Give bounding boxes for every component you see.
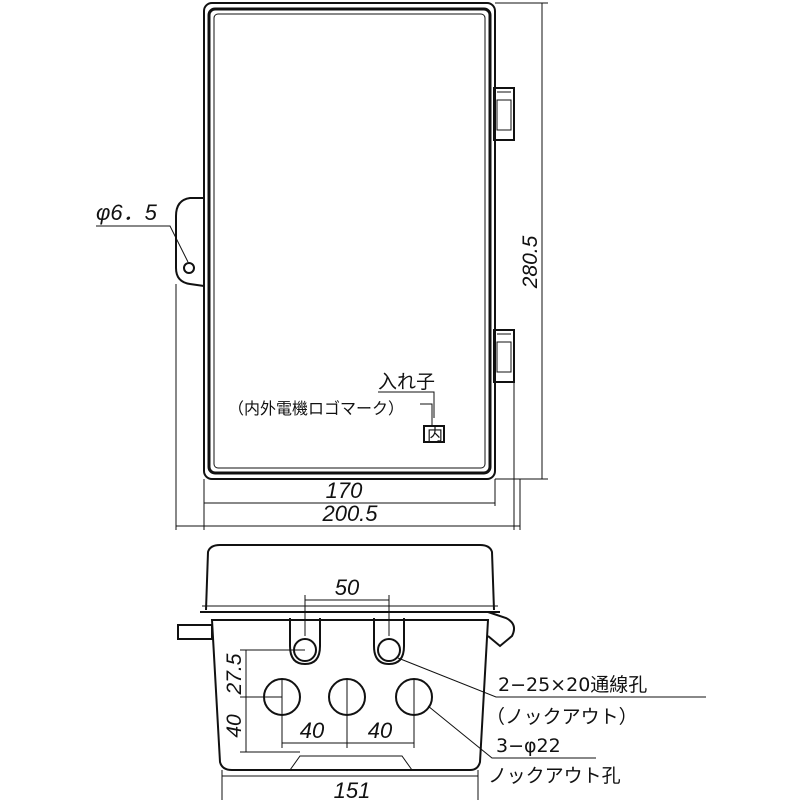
front-lid-outline xyxy=(205,544,495,611)
bottom-hinge xyxy=(493,329,515,383)
outer-width-dimension-label: 200.5 xyxy=(321,501,378,526)
top-view-lid-inner-line xyxy=(213,13,486,469)
hole-diameter-label: φ6．5 xyxy=(96,200,158,225)
callout-1-line1: 2−25×20通線孔 xyxy=(498,674,647,696)
height-upper-dimension-label: 27.5 xyxy=(223,653,246,695)
height-lower-dimension-label: 40 xyxy=(223,714,246,738)
inner-width-dimension-label: 170 xyxy=(326,478,363,503)
right-hinge-tab xyxy=(487,611,515,648)
upper-knockout-right xyxy=(373,618,405,666)
top-spacing-dimension-label: 50 xyxy=(335,575,360,600)
top-hinge xyxy=(493,87,515,141)
logo-leader xyxy=(378,391,435,418)
logo-mark-text: （内外電機ロゴマーク） xyxy=(228,399,404,418)
front-body-outline xyxy=(210,619,490,771)
top-view: φ6．5 280.5 170 200.5 入れ子 （内外電機ロゴマーク） 内 xyxy=(96,2,548,530)
top-view-outer-outline xyxy=(203,2,496,480)
mounting-hole xyxy=(183,262,195,274)
front-view: 50 40 40 151 27.5 40 2−25×20通線孔 （ノックアウト）… xyxy=(177,544,706,800)
lower-spacing-right-label: 40 xyxy=(368,718,393,743)
height-dimension-label: 280.5 xyxy=(519,235,542,289)
lower-spacing-left-label: 40 xyxy=(300,718,325,743)
hole-diameter-leader xyxy=(96,225,189,263)
callout-1-leader xyxy=(397,657,706,698)
top-view-lid-outline xyxy=(207,7,492,475)
logo-mark-box xyxy=(423,425,445,443)
callout-2-line1: 3−φ22 xyxy=(496,735,561,757)
front-width-dimension-label: 151 xyxy=(334,778,371,800)
callout-1-line2: （ノックアウト） xyxy=(486,706,638,728)
label-holder-text: 入れ子 xyxy=(378,371,435,393)
mounting-tab xyxy=(175,197,205,287)
left-stud xyxy=(177,624,213,640)
callout-2-line2: ノックアウト孔 xyxy=(488,765,621,787)
callout-2-leader xyxy=(427,705,596,759)
logo-mark-glyph: 内 xyxy=(427,425,443,444)
